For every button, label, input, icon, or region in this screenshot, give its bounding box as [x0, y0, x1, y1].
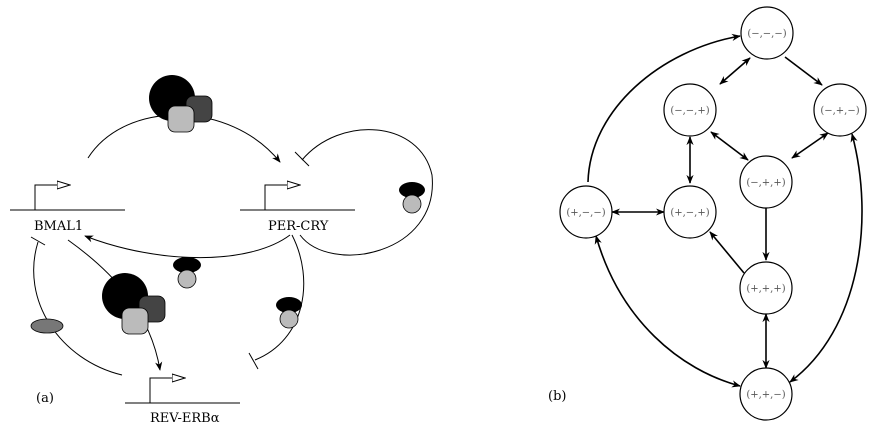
per-cry-complex-right	[399, 182, 425, 214]
rev-erb-promoter-arrow	[149, 378, 185, 403]
per-cry-self-repression-bar	[294, 151, 310, 167]
state-node-s101: (+,−,+)	[663, 185, 717, 239]
edge-s001-s011	[710, 131, 749, 161]
rev-erb-gene: REV-ERBα	[125, 378, 240, 426]
edge-s010-s011	[791, 132, 829, 159]
per-cry-label: PER-CRY	[268, 219, 329, 234]
edge-s010-s110	[789, 133, 863, 383]
edge-s100-s110	[594, 235, 741, 388]
gray-protein	[402, 194, 422, 214]
bmal1-promoter-arrow	[34, 185, 70, 210]
edge-s000-to-s010	[784, 56, 823, 86]
edge-s100-to-s000	[587, 33, 741, 183]
state-label: (+,+,−)	[746, 390, 785, 401]
per-cry-complex-middle	[173, 257, 201, 289]
state-node-s010: (−,+,−)	[813, 83, 867, 137]
edge-s111-to-s101	[709, 231, 745, 274]
state-node-s001: (−,−,+)	[663, 83, 717, 137]
rev-erb-label: REV-ERBα	[150, 411, 220, 426]
state-node-s000: (−,−,−)	[740, 6, 794, 60]
state-node-s111: (+,+,+)	[739, 261, 793, 315]
edge-s000-s001	[719, 57, 751, 85]
state-label: (+,−,−)	[566, 208, 605, 219]
per-cry-promoter-arrow	[264, 185, 300, 210]
black-protein	[276, 297, 302, 313]
black-protein	[173, 257, 201, 273]
per-cry-complex-lower	[276, 297, 302, 329]
panel-b: (−,−,−) (−,−,+) (−,+,−) (−,+,+) (+,−,−) …	[548, 6, 867, 421]
gray-protein	[279, 309, 299, 329]
rev-erb-protein	[30, 318, 64, 334]
panel-a: BMAL1 PER-CRY REV-ERBα	[10, 75, 433, 426]
per-cry-repress-rev-erb	[254, 234, 305, 361]
per-cry-repress-rev-erb-bar	[248, 352, 259, 370]
state-label: (−,−,+)	[670, 106, 709, 117]
state-label: (−,+,−)	[820, 106, 859, 117]
light-gray-protein	[167, 105, 195, 133]
per-cry-gene: PER-CRY	[240, 185, 355, 234]
state-node-s100: (+,−,−)	[559, 185, 613, 239]
per-cry-self-repression	[299, 129, 433, 256]
state-label: (+,−,+)	[670, 208, 709, 219]
bmal1-gene: BMAL1	[10, 185, 125, 234]
gray-protein	[177, 269, 197, 289]
light-gray-protein	[121, 307, 149, 335]
state-graph-nodes: (−,−,−) (−,−,+) (−,+,−) (−,+,+) (+,−,−) …	[559, 6, 867, 421]
bmal1-label: BMAL1	[34, 219, 83, 234]
bmal1-clock-complex-top	[149, 75, 213, 133]
per-cry-to-bmal1-arc	[84, 234, 291, 259]
state-label: (−,+,+)	[746, 178, 785, 189]
state-node-s011: (−,+,+)	[739, 155, 793, 209]
state-node-s110: (+,+,−)	[739, 367, 793, 421]
bmal1-clock-complex-bottom	[102, 273, 166, 335]
state-label: (−,−,−)	[747, 29, 786, 40]
state-label: (+,+,+)	[746, 284, 785, 295]
panel-b-label: (b)	[548, 389, 566, 404]
black-protein	[102, 273, 148, 319]
panel-a-label: (a)	[36, 391, 54, 406]
state-graph-edges	[587, 33, 863, 388]
black-protein	[399, 182, 425, 198]
rev-erb-repress-bmal1-bar	[30, 236, 46, 246]
